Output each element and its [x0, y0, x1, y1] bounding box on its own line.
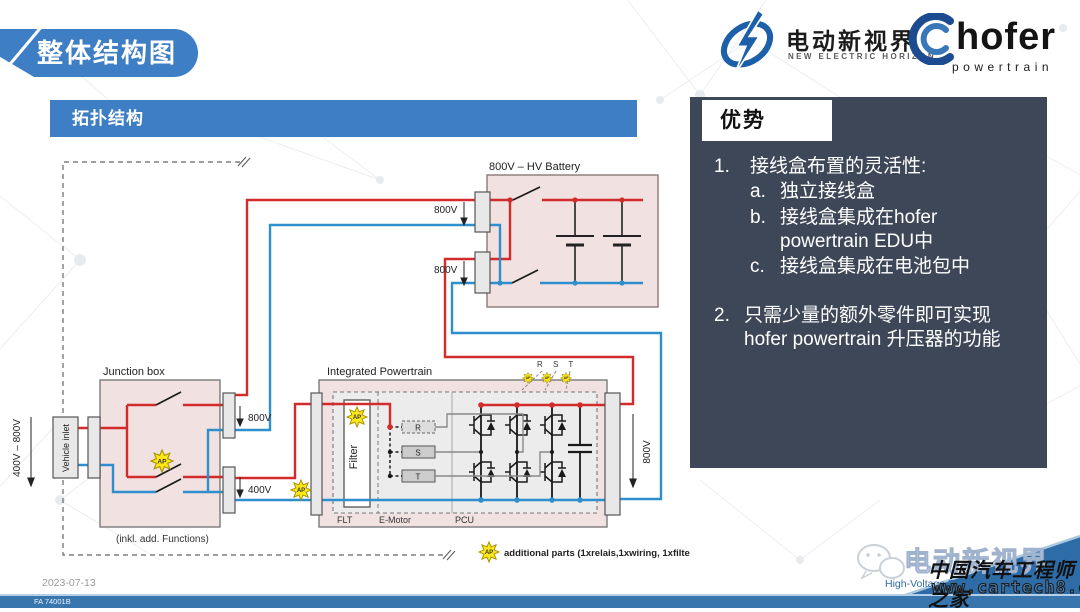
battery-top-voltage-label: 800V: [434, 205, 458, 216]
junction-400v-label: 400V: [248, 485, 272, 496]
corner-swoosh: [901, 534, 1080, 608]
voltage-arrows: [27, 202, 637, 499]
hofer-sub-label: powertrain: [952, 60, 1054, 74]
product-name-label: High-Voltage Booster: [885, 578, 985, 590]
wechat-icon: [857, 544, 905, 580]
item-number: 2.: [714, 304, 730, 326]
phase-wires: [435, 413, 552, 477]
hofer-logo-icon: [908, 13, 954, 65]
battery-label: 800V – HV Battery: [489, 161, 581, 173]
brand-en-label: NEW ELECTRIC HORIZON: [788, 52, 936, 61]
hofer-wordmark: hofer: [956, 16, 1056, 58]
watermark-author: 中国汽车工程师之家: [928, 558, 1075, 611]
hv-positive-wires: [78, 198, 643, 480]
advantages-panel: 优势 1. 接线盒布置的灵活性: a. 独立接线盒 b. 接线盒集成在hofer…: [690, 97, 1047, 468]
topology-diagram: AP: [12, 156, 690, 563]
advantages-title: 优势: [720, 109, 766, 132]
junction-box-label: Junction box: [103, 366, 165, 378]
advantages-tab: 优势: [702, 100, 832, 141]
section-title: 拓扑结构: [72, 109, 144, 128]
hv-battery-box: [486, 174, 659, 308]
advantages-list: 1. 接线盒布置的灵活性: a. 独立接线盒 b. 接线盒集成在hofer po…: [714, 155, 1033, 352]
rst-output-label: R S T: [537, 360, 577, 369]
doc-code: FA 74001B: [34, 597, 71, 606]
inlet-voltage-range-label: 400V – 800V: [12, 419, 23, 477]
item-number: b.: [750, 206, 766, 228]
junction-800v-label: 800V: [248, 413, 272, 424]
lightning-logo-icon: [720, 10, 774, 76]
junction-dots: [387, 197, 625, 503]
winding-r-box: [401, 420, 436, 434]
section-pcu-label: PCU: [455, 515, 474, 525]
section-emotor-label: E-Motor: [379, 515, 411, 525]
footer-bar: FA 74001B: [0, 596, 1080, 608]
relay-switches: [155, 186, 541, 493]
powertrain-right-voltage-label: 800V: [642, 440, 653, 464]
vehicle-inlet-connector: [52, 416, 79, 479]
ap-legend-text: additional parts (1xrelais,1xwiring, 1xf…: [504, 548, 690, 559]
item-text: 接线盒布置的灵活性:: [750, 156, 927, 177]
phase-r-label: R: [415, 424, 421, 433]
powertrain-label: Integrated Powertrain: [327, 366, 432, 378]
item-text: 接线盒集成在电池包中: [780, 256, 971, 278]
hv-connectors: [52, 191, 621, 516]
section-banner: 拓扑结构: [50, 100, 637, 137]
footer-divider: [0, 593, 1080, 596]
phase-s-label: S: [415, 449, 420, 458]
list-item: 1. 接线盒布置的灵活性:: [714, 155, 1033, 179]
item-text: 独立接线盒: [780, 181, 876, 203]
filter-label: Filter: [348, 444, 360, 469]
watermark-url: www.cartech8.com: [931, 577, 1080, 598]
vehicle-inlet-label: Vehicle inlet: [61, 423, 71, 472]
brand-cn-label: 电动新视界: [786, 28, 916, 54]
vehicle-boundary: [62, 156, 456, 561]
battery-bottom-voltage-label: 800V: [434, 265, 458, 276]
phase-t-label: T: [416, 473, 421, 482]
watermark-brand: 电动新视界: [904, 547, 1049, 578]
list-subitem: a. 独立接线盒: [750, 180, 1033, 204]
slide-date: 2023-07-13: [42, 577, 96, 589]
battery-cells: [556, 200, 641, 283]
list-subitem: b. 接线盒集成在hofer powertrain EDU中: [750, 206, 1033, 255]
item-number: a.: [750, 181, 766, 203]
list-item: 2. 只需少量的额外零件即可实现 hofer powertrain 升压器的功能: [714, 304, 1033, 353]
item-number: c.: [750, 256, 765, 278]
item-number: 1.: [714, 156, 730, 177]
item-text: 只需少量的额外零件即可实现 hofer powertrain 升压器的功能: [744, 304, 1001, 350]
page-title-banner: 整体结构图: [0, 29, 198, 77]
list-subitem: c. 接线盒集成在电池包中: [750, 255, 1033, 279]
item-text: 接线盒集成在hofer powertrain EDU中: [780, 206, 938, 252]
junction-box-note: (inkl. add. Functions): [116, 534, 209, 545]
section-flt-label: FLT: [337, 515, 353, 525]
page-title: 整体结构图: [37, 38, 178, 68]
